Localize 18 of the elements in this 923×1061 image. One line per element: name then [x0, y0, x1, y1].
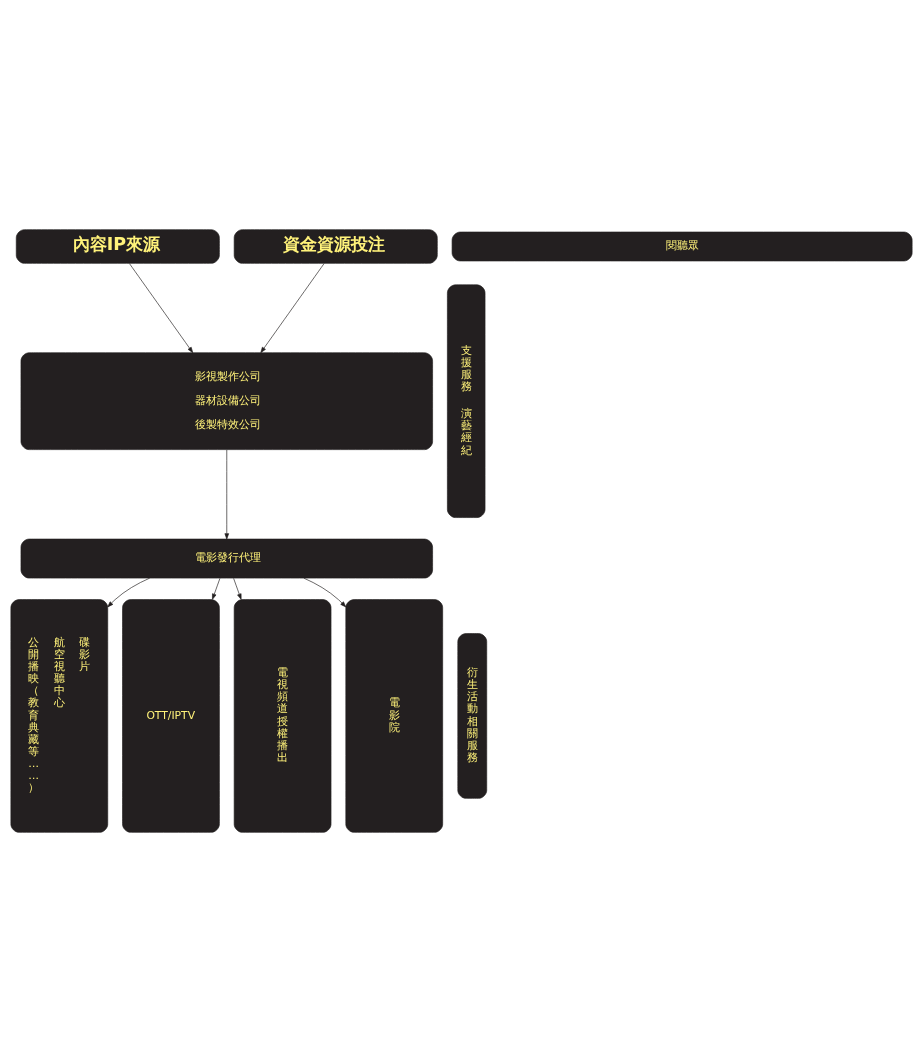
node-box: 電視頻道授權播出 — [233, 598, 332, 833]
arrow — [260, 262, 325, 353]
arrow — [303, 577, 347, 607]
arrow — [224, 448, 229, 539]
arrow — [107, 577, 150, 607]
node-box: 閱聽眾 — [451, 231, 913, 261]
node-box: 公開播映（教育典藏等……） 航空視聽中心 碟影片 — [10, 598, 109, 833]
node-box: 資金資源投注 — [233, 228, 438, 264]
node-box: 電影院 — [345, 598, 443, 833]
arrow — [233, 577, 242, 600]
node-box: 支援服務 演藝經紀 — [447, 284, 486, 518]
node-box: 影視製作公司 器材設備公司 後製特效公司 — [20, 351, 433, 450]
node-box: 電影發行代理 — [20, 538, 433, 578]
node-box: 衍生活動相關服務 — [457, 632, 488, 799]
arrow — [212, 577, 221, 600]
node-box: OTT/IPTV — [122, 598, 220, 833]
arrow — [129, 262, 194, 353]
node-box: 內容IP來源 — [15, 228, 220, 264]
